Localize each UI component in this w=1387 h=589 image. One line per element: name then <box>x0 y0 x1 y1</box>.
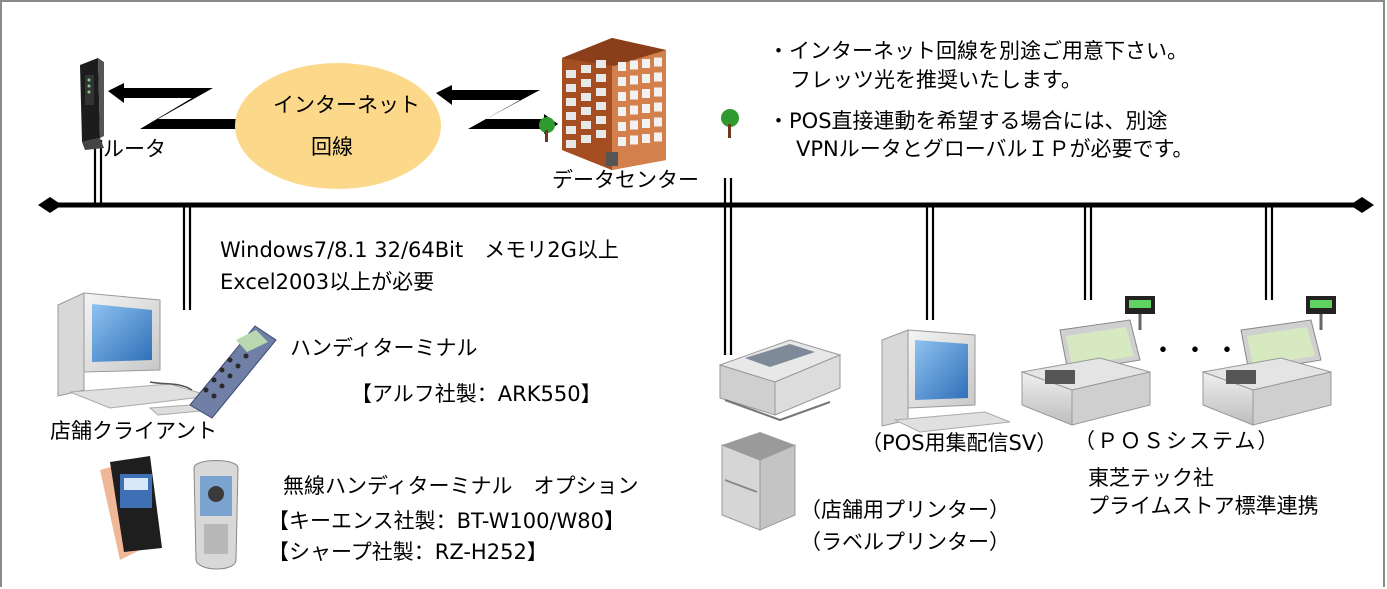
building-window <box>581 65 591 73</box>
building-window <box>642 59 650 68</box>
bus-end-right-diamond <box>1350 197 1374 213</box>
wireless-handy-terminal-sharp-icon <box>193 460 239 570</box>
store-printer-label: （店舗用プリンター） <box>800 498 1010 522</box>
note2-line2: VPNルータとグローバルＩＰが必要です。 <box>796 137 1194 161</box>
internet-cloud <box>235 63 441 189</box>
building-window <box>630 120 638 130</box>
building-window <box>630 75 638 85</box>
building-window <box>566 70 576 78</box>
internet-label-line1: インターネット <box>273 93 420 117</box>
building-window <box>581 121 591 129</box>
wireless-handy-terminal-keyence-icon <box>100 456 162 560</box>
building-window <box>642 104 650 113</box>
building-window <box>642 89 650 98</box>
building-window <box>566 98 576 106</box>
handy-terminal-title: ハンディターミナル <box>290 336 478 360</box>
building-window <box>654 102 662 112</box>
building-window <box>654 57 662 67</box>
datacenter-building-icon <box>539 38 739 170</box>
store-printer-icon <box>718 339 842 422</box>
pos-terminal-icon-1 <box>1020 296 1155 426</box>
pos-server-pc-icon <box>881 329 1011 433</box>
building-window <box>618 107 626 116</box>
building-window <box>596 130 606 138</box>
note1-line2: フレッツ光を推奨いたします。 <box>790 68 1082 92</box>
desktop-pc-icon <box>57 292 214 416</box>
requirements-line2: Excel2003以上が必要 <box>220 270 435 294</box>
internet-label-line2: 回線 <box>311 135 353 159</box>
building-window <box>581 135 591 143</box>
requirements-line1: Windows7/8.1 32/64Bit メモリ2G以上 <box>220 238 619 262</box>
building-window <box>654 132 662 142</box>
building-window <box>596 88 606 96</box>
datacenter-label: データセンター <box>552 168 699 192</box>
building-window <box>618 77 626 86</box>
label-printer-icon <box>721 432 796 531</box>
building-window <box>630 90 638 100</box>
link-arrow-internet-datacenter <box>436 85 558 134</box>
wireless-option-sharp: 【シャープ社製：RZ-H252】 <box>268 540 548 564</box>
building-window <box>596 74 606 82</box>
building-window <box>618 122 626 131</box>
building-window <box>596 116 606 124</box>
store-client-label: 店舗クライアント <box>50 419 218 443</box>
building-window <box>581 93 591 101</box>
handy-terminal-icon <box>149 325 277 419</box>
tree-right-icon <box>721 109 739 127</box>
building-window <box>566 140 576 148</box>
building-window <box>630 135 638 145</box>
building-window <box>618 62 626 71</box>
building-window <box>642 119 650 128</box>
drop-lines <box>93 140 1274 355</box>
building-window <box>630 60 638 70</box>
router-icon <box>80 58 104 150</box>
building-window <box>566 112 576 120</box>
pos-terminal-icon-2 <box>1201 296 1336 426</box>
wireless-option-keyence: 【キーエンス社製：BT-W100/W80】 <box>268 509 626 533</box>
building-window <box>596 102 606 110</box>
building-window <box>566 126 576 134</box>
building-window <box>642 74 650 83</box>
handy-terminal-maker: 【アルフ社製：ARK550】 <box>351 382 602 406</box>
wireless-handy-title: 無線ハンディターミナル オプション <box>283 474 639 498</box>
lan-bus <box>38 197 1374 213</box>
building-window <box>566 84 576 92</box>
building-window <box>654 87 662 97</box>
link-arrow-router-internet <box>108 83 252 134</box>
building-window <box>630 105 638 115</box>
note2-line1: ・POS直接連動を希望する場合には、別途 <box>768 109 1168 133</box>
bus-end-left-diamond <box>38 197 62 213</box>
pos-server-label: （POS用集配信SV） <box>861 431 1058 455</box>
building-window <box>581 107 591 115</box>
pos-vendor-label: 東芝テック社 <box>1088 466 1214 490</box>
tree-left-icon <box>539 117 555 133</box>
label-printer-label: （ラベルプリンター） <box>800 530 1010 554</box>
router-label: ルータ <box>103 137 166 161</box>
building-window <box>654 72 662 82</box>
pos-ellipsis: ・・・ <box>1150 336 1247 366</box>
building-window <box>618 137 626 146</box>
building-window <box>596 60 606 68</box>
building-window <box>581 79 591 87</box>
note1-line1: ・インターネット回線を別途ご用意下さい。 <box>768 39 1188 63</box>
building-window <box>642 134 650 143</box>
pos-integration-label: プライムストア標準連携 <box>1088 494 1319 518</box>
building-window <box>654 117 662 127</box>
pos-system-label: （ＰＯＳシステム） <box>1074 429 1281 453</box>
building-window <box>618 92 626 101</box>
